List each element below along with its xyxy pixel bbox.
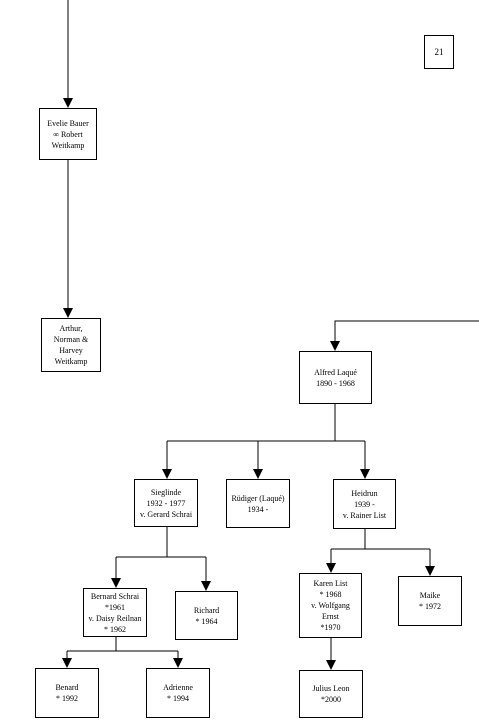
person-spouse: Ernst bbox=[322, 612, 339, 621]
person-detail: Harvey bbox=[59, 346, 83, 355]
person-box-karen-list: Karen List * 1968 v. Wolfgang Ernst *197… bbox=[299, 573, 362, 638]
arrowhead bbox=[326, 660, 336, 670]
arrowhead bbox=[330, 341, 340, 351]
person-dates: *1961 bbox=[105, 602, 125, 612]
person-box-evelie-bauer: Evelie Bauer ∞ Robert Weitkamp bbox=[39, 108, 97, 160]
arrowhead bbox=[173, 658, 183, 668]
connector-offpage-to-alfred bbox=[334, 320, 479, 347]
arrowhead bbox=[63, 98, 73, 108]
person-dates: * 1964 bbox=[195, 616, 218, 626]
arrowhead bbox=[425, 566, 435, 576]
person-detail: Weitkamp bbox=[51, 140, 85, 150]
person-detail: Weitkamp bbox=[54, 357, 88, 366]
person-dates: *1970 bbox=[320, 623, 341, 632]
arrowhead bbox=[326, 563, 336, 573]
person-name: Julius Leon bbox=[312, 684, 350, 693]
person-dates: * 1994 bbox=[167, 694, 189, 703]
person-dates: 1934 - bbox=[247, 504, 269, 514]
arrowhead bbox=[111, 578, 121, 588]
person-dates: 1939 - bbox=[354, 499, 375, 509]
person-name: Maike bbox=[419, 591, 441, 600]
arrowhead bbox=[62, 658, 72, 668]
arrowhead bbox=[63, 308, 73, 318]
person-dates: 1890 - 1968 bbox=[316, 378, 355, 388]
person-box-julius-leon: Julius Leon *2000 bbox=[299, 670, 363, 718]
person-name: Bernard Schrai bbox=[90, 591, 140, 601]
person-box-bernard-schrai: Bernard Schrai *1961 v. Daisy Reilnan * … bbox=[83, 588, 147, 637]
person-box-arthur-norman-harvey: Arthur, Norman & Harvey Weitkamp bbox=[41, 318, 101, 372]
arrowhead bbox=[162, 469, 172, 479]
person-box-maike: Maike * 1972 bbox=[398, 576, 462, 626]
person-dates: * 1992 bbox=[56, 694, 78, 703]
person-name: Arthur, bbox=[59, 324, 83, 333]
page-number: 21 bbox=[424, 35, 454, 69]
person-box-heidrun: Heidrun 1939 - v. Rainer List bbox=[333, 479, 396, 529]
person-name: Adrienne bbox=[163, 683, 193, 692]
person-dates: *2000 bbox=[321, 695, 341, 704]
person-spouse: v. Wolfgang bbox=[311, 601, 350, 610]
person-detail: ∞ Robert bbox=[53, 129, 83, 139]
arrowhead bbox=[360, 469, 370, 479]
person-box-sieglinde: Sieglinde 1932 - 1977 v. Gerard Schrai bbox=[134, 479, 198, 527]
person-box-alfred-laque: Alfred Laqué 1890 - 1968 bbox=[299, 351, 372, 404]
person-spouse: v. Rainer List bbox=[342, 510, 387, 520]
person-detail: Norman & bbox=[53, 335, 89, 344]
person-box-adrienne: Adrienne * 1994 bbox=[146, 668, 210, 718]
person-name: Rüdiger (Laqué) bbox=[231, 493, 285, 503]
arrowhead bbox=[253, 469, 263, 479]
person-dates: * 1968 bbox=[319, 590, 342, 599]
person-name: Karen List bbox=[313, 579, 348, 588]
person-spouse: v. Gerard Schrai bbox=[139, 509, 193, 519]
person-name: Benard bbox=[55, 683, 79, 692]
person-box-richard: Richard * 1964 bbox=[175, 591, 238, 640]
page-number-text: 21 bbox=[434, 46, 444, 57]
person-box-ruediger: Rüdiger (Laqué) 1934 - bbox=[226, 479, 290, 528]
person-box-benard: Benard * 1992 bbox=[35, 668, 99, 718]
person-dates: 1932 - 1977 bbox=[146, 498, 186, 508]
person-name: Evelie Bauer bbox=[47, 118, 89, 128]
person-dates: * 1962 bbox=[104, 624, 126, 634]
person-name: Heidrun bbox=[351, 488, 378, 498]
arrowhead bbox=[201, 581, 211, 591]
person-name: Sieglinde bbox=[150, 487, 182, 497]
person-spouse: v. Daisy Reilnan bbox=[88, 613, 142, 623]
person-dates: * 1972 bbox=[419, 602, 441, 611]
person-name: Richard bbox=[193, 605, 220, 615]
person-name: Alfred Laqué bbox=[314, 367, 357, 377]
